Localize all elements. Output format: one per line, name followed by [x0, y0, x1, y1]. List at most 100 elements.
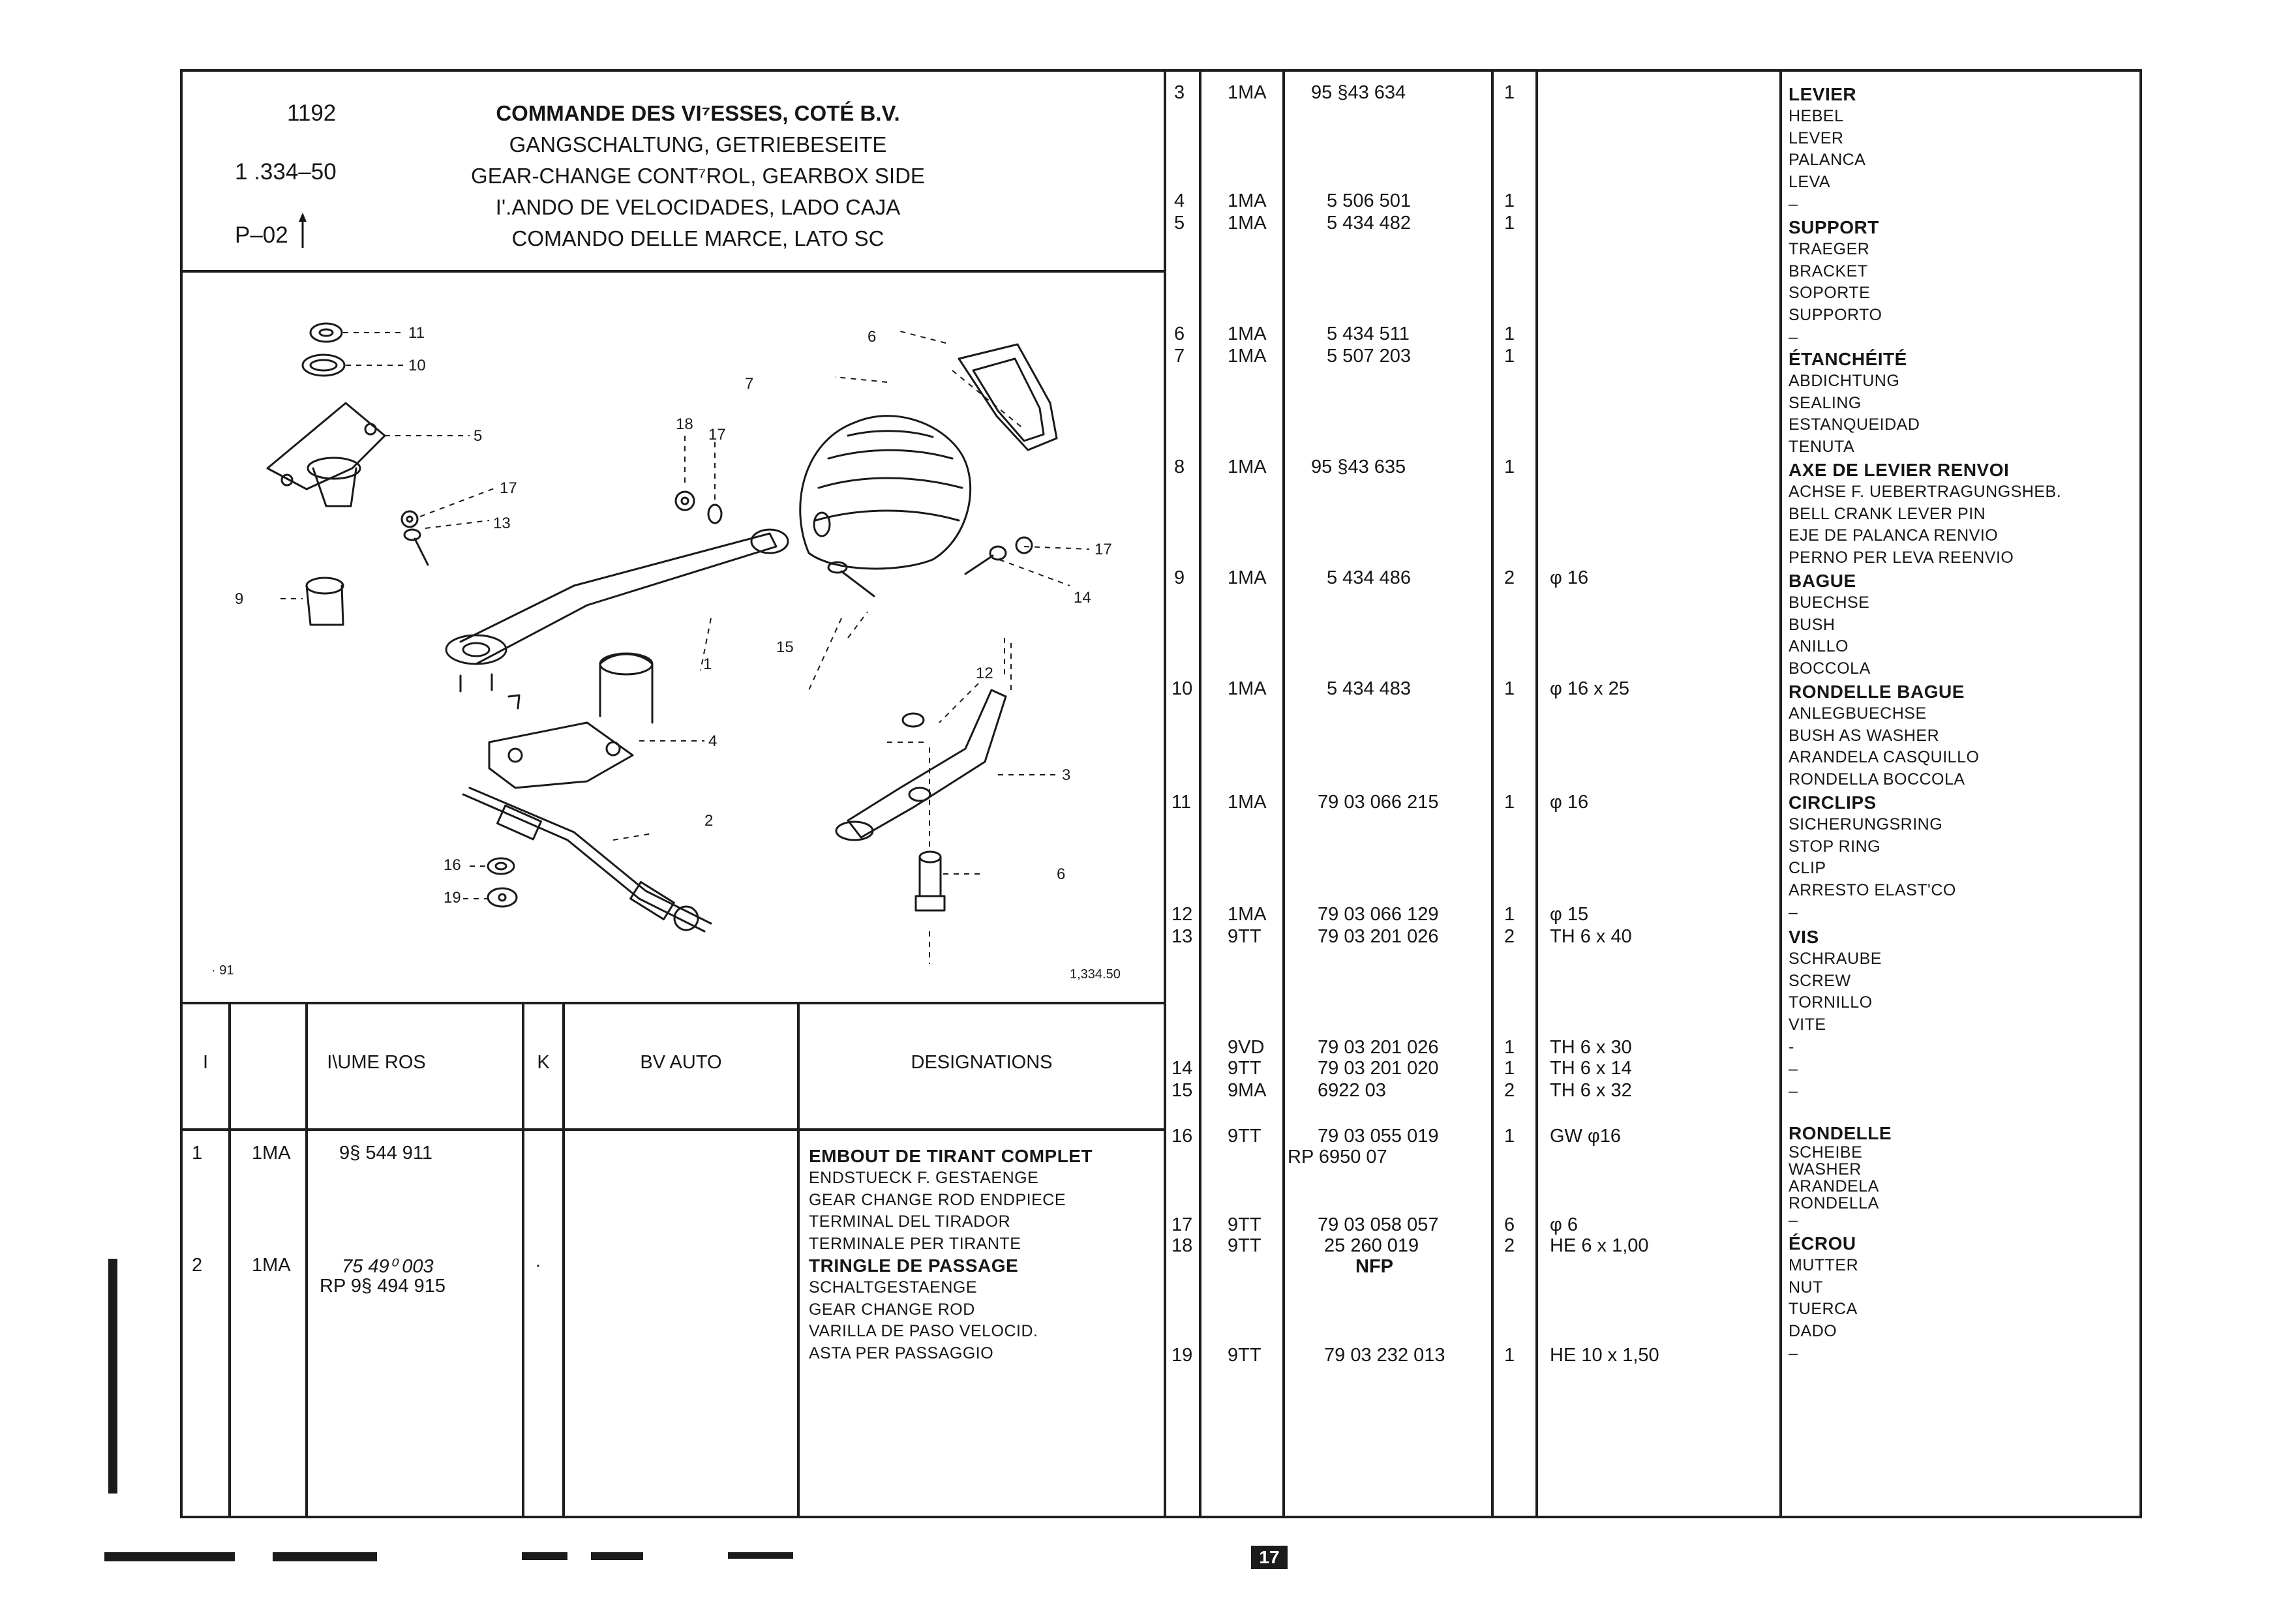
row-qty: 1: [1504, 1037, 1515, 1058]
designation-line: –: [1789, 327, 1798, 346]
row-part-number: 79 03 201 026: [1318, 1037, 1439, 1058]
designation-line: SCREW: [1789, 971, 1851, 990]
exploded-parts-diagram: 11 10 5 18 17 17 13 7 6 17 14 9 15 1 12 …: [211, 322, 1121, 982]
row-qty: 1: [1504, 792, 1515, 813]
callout-19: 19: [444, 889, 461, 907]
title-fr: COMMANDE DES VI⁷ESSES, COTÉ B.V.: [496, 101, 900, 125]
designation-rondelle: RONDELLE SCHEIBE WASHER ARANDELA RONDELL…: [1789, 1123, 1892, 1229]
designation-line: VITE: [1789, 1015, 1826, 1034]
col-designations-header: DESIGNATIONS: [911, 1052, 1053, 1073]
designation-line: HEBEL: [1789, 106, 1844, 125]
row-qty: 2: [1504, 1235, 1515, 1256]
plate-number: 1192: [287, 100, 337, 126]
lever-part-1: [445, 528, 789, 710]
designation-line: SOPORTE: [1789, 284, 1871, 303]
pin-part-6: [914, 850, 946, 912]
title-es: I'.ANDO DE VELOCIDADES, LADO CAJA: [495, 195, 901, 219]
row-code: 1MA: [1228, 190, 1267, 211]
designation-line: GEAR CHANGE ROD ENDPIECE: [809, 1190, 1066, 1209]
row-qty: 1: [1504, 1126, 1515, 1147]
col-k-header: K: [537, 1052, 550, 1073]
row-index: 2: [192, 1255, 203, 1276]
designation-line: RONDELLA BOCCOLA: [1789, 770, 1965, 789]
row-part-number: 79 03 201 026: [1318, 926, 1439, 947]
row-index: 9: [1174, 567, 1185, 588]
row-part-number: 79 03 201 020: [1318, 1058, 1439, 1079]
callout-7: 7: [745, 375, 753, 393]
designation-title: SUPPORT: [1789, 217, 1879, 237]
screw-part-13: [400, 510, 429, 566]
designation-line: ARANDELA CASQUILLO: [1789, 748, 1980, 767]
designation-line: VARILLA DE PASO VELOCID.: [809, 1322, 1038, 1341]
row-code: 9TT: [1228, 926, 1261, 947]
designation-title: CIRCLIPS: [1789, 792, 1877, 813]
designation-line: TERMINAL DEL TIRADOR: [809, 1212, 1011, 1231]
callout-16: 16: [444, 856, 461, 874]
designation-line: –: [1789, 1211, 1798, 1229]
designation-rondelle-bague: RONDELLE BAGUE ANLEGBUECHSE BUSH AS WASH…: [1789, 681, 1979, 791]
designation-line: RONDELLA: [1789, 1194, 1879, 1212]
row-note: GW φ16: [1550, 1126, 1622, 1147]
designation-line: PERNO PER LEVA REENVIO: [1789, 548, 2014, 567]
designation-line: ASTA PER PASSAGGIO: [809, 1344, 994, 1363]
row-note: HE 10 x 1,50: [1550, 1345, 1659, 1366]
designation-title: RONDELLE: [1789, 1123, 1892, 1143]
row-index: 18: [1171, 1235, 1193, 1256]
row-code: 9MA: [1228, 1080, 1267, 1101]
designation-line: NUT: [1789, 1278, 1823, 1297]
row-part-number: 5 434 486: [1327, 567, 1412, 588]
page-reference-text: P–02: [235, 222, 288, 248]
row-code: 9VD: [1228, 1037, 1265, 1058]
callout-17a: 17: [708, 426, 726, 443]
support-part-5: [266, 402, 386, 507]
row-part-number: 95 §43 634: [1311, 82, 1406, 103]
callout-14: 14: [1074, 589, 1091, 607]
designation-line: ARANDELA: [1789, 1177, 1879, 1195]
row-qty: 1: [1504, 1058, 1515, 1079]
row-index: 17: [1171, 1214, 1193, 1235]
designation-line: TUERCA: [1789, 1300, 1858, 1319]
row-note: TH 6 x 40: [1550, 926, 1632, 947]
callout-5: 5: [474, 427, 482, 445]
row-part-number: 5 434 511: [1327, 323, 1410, 344]
row-part-number: 79 03 066 215: [1318, 792, 1439, 813]
row-index: 13: [1171, 926, 1193, 947]
designation-line: ENDSTUECK F. GESTAENGE: [809, 1168, 1039, 1187]
designation-line: BELL CRANK LEVER PIN: [1789, 504, 1986, 523]
callout-15: 15: [776, 638, 794, 656]
row-index: 19: [1171, 1345, 1193, 1366]
callout-3: 3: [1062, 766, 1070, 784]
row-index: 1: [192, 1143, 203, 1164]
designation-ecrou: ÉCROU MUTTER NUT TUERCA DADO –: [1789, 1233, 1858, 1365]
designation-axe-levier-renvoi: AXE DE LEVIER RENVOI ACHSE F. UEBERTRAGU…: [1789, 459, 2061, 569]
row-part-number: 75 49⁰ 003: [342, 1256, 434, 1277]
designation-line: BUECHSE: [1789, 593, 1870, 612]
row-qty: 1: [1504, 904, 1515, 925]
row-note: TH 6 x 32: [1550, 1080, 1632, 1101]
row-part-number: 5 506 501: [1327, 190, 1412, 211]
row-note: φ 15: [1550, 904, 1589, 925]
designation-title: RONDELLE BAGUE: [1789, 682, 1965, 702]
bush-part-9: [305, 577, 344, 626]
col-numeros-header: I\UME ROS: [327, 1052, 426, 1073]
lever-part-3: [835, 689, 1007, 841]
row-qty: 1: [1504, 678, 1515, 699]
designation-title: VIS: [1789, 927, 1819, 947]
callout-9: 9: [235, 590, 243, 608]
designation-line: –: [1789, 1344, 1798, 1362]
designation-line: TRAEGER: [1789, 239, 1870, 258]
designation-line: ABDICHTUNG: [1789, 371, 1900, 390]
row-part-number: 5 507 203: [1327, 346, 1412, 367]
designation-line: TENUTA: [1789, 438, 1855, 457]
gear-change-rod-part-2: [462, 787, 712, 933]
designation-line: LEVER: [1789, 128, 1844, 147]
row-part-number-replacement: RP 6950 07: [1288, 1147, 1387, 1167]
designation-vis: VIS SCHRAUBE SCREW TORNILLO VITE - – –: [1789, 926, 1882, 1102]
callout-17c: 17: [1095, 541, 1112, 558]
row-index: 14: [1171, 1058, 1193, 1079]
row-code: 1MA: [1228, 904, 1267, 925]
row-qty: 1: [1504, 190, 1515, 211]
designation-line: CLIP: [1789, 859, 1826, 878]
designation-line: BOCCOLA: [1789, 659, 1871, 678]
designation-circlips: CIRCLIPS SICHERUNGSRING STOP RING CLIP A…: [1789, 792, 1956, 924]
